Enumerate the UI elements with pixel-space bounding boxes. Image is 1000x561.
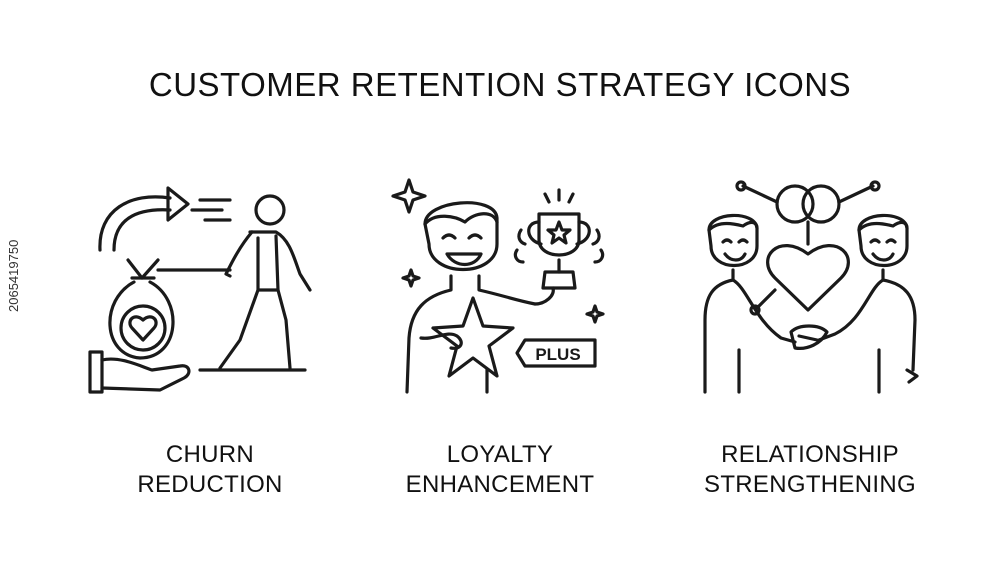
caption-line: CHURN <box>165 441 255 468</box>
relationship-strengthening-panel <box>695 170 945 410</box>
caption-line: LOYALTY <box>446 441 554 468</box>
relationship-strengthening-caption: RELATIONSHIP STRENGTHENING <box>660 440 960 500</box>
churn-reduction-panel <box>80 170 330 410</box>
loyalty-enhancement-caption: LOYALTY ENHANCEMENT <box>350 440 650 500</box>
stock-id-text: 206541975​0 <box>6 239 21 312</box>
page-title: CUSTOMER RETENTION STRATEGY ICONS <box>148 66 852 103</box>
churn-reduction-icon <box>88 186 312 394</box>
loyalty-enhancement-panel: PLUS <box>385 170 635 410</box>
relationship-strengthening-icon <box>703 180 919 394</box>
caption-line: RELATIONSHIP <box>721 441 899 468</box>
plus-badge-text: PLUS <box>535 345 580 364</box>
caption-line: REDUCTION <box>137 471 283 498</box>
loyalty-enhancement-icon: PLUS <box>391 178 605 394</box>
caption-line: ENHANCEMENT <box>405 471 595 498</box>
churn-reduction-caption: CHURN REDUCTION <box>60 440 360 500</box>
caption-line: STRENGTHENING <box>704 471 916 498</box>
